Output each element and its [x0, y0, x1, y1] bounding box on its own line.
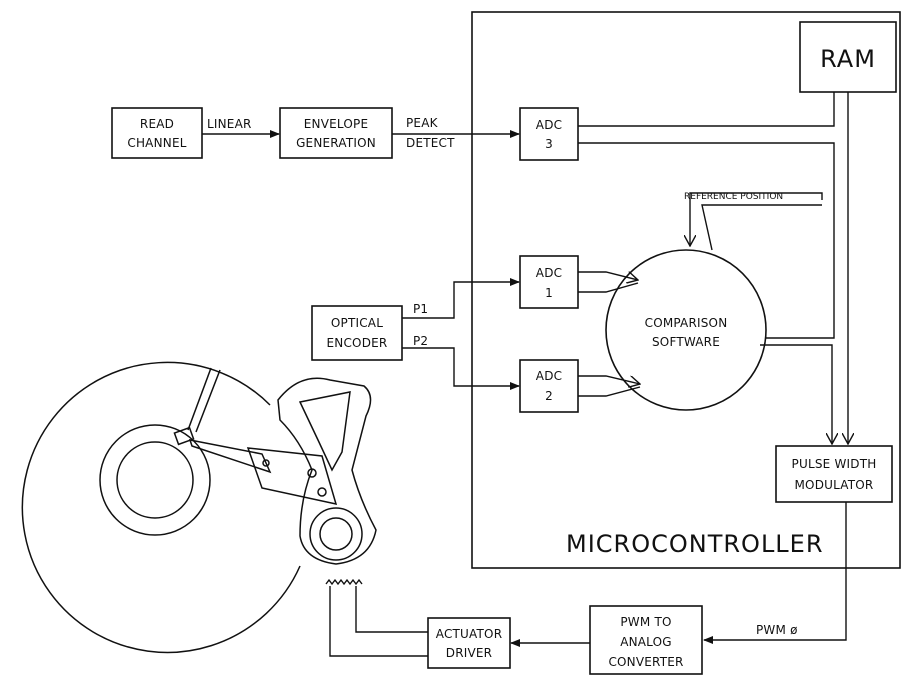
adc2-to-comparison-upper	[578, 375, 640, 384]
adc1-to-comparison-upper	[578, 271, 638, 280]
pulse-width-modulator-box	[775, 445, 893, 503]
driver-to-coil-wire-b	[329, 586, 428, 657]
adc2-line2: 2	[545, 389, 553, 403]
pivot-bearing-inner	[319, 517, 353, 551]
adc2-to-comparison-lower	[578, 386, 641, 397]
optical-encoder-box	[311, 305, 403, 361]
adc3-line1: ADC	[536, 118, 562, 132]
read-channel-line2: CHANNEL	[127, 136, 186, 150]
pwm-to-analog-converter-box	[589, 605, 703, 675]
voice-coil-actuator	[277, 377, 377, 565]
adc1-line2: 1	[545, 286, 553, 300]
actuator-driver-line1: ACTUATOR	[436, 627, 502, 641]
adc1-line1: ADC	[536, 266, 562, 280]
arm-screw-1	[262, 459, 270, 467]
p2-label: P2	[413, 334, 428, 348]
comparison-software-circle	[605, 249, 767, 411]
pwm-phi-label: PWM ø	[756, 623, 798, 637]
arm-mount-plate	[246, 447, 338, 505]
converter-line1: PWM TO	[620, 615, 671, 629]
ram-label: RAM	[820, 45, 876, 73]
coil-winding	[325, 578, 363, 586]
disk-platter	[21, 361, 301, 654]
reference-position-label: REFERENCE POSITION	[684, 192, 783, 202]
reference-position-feedback	[701, 204, 822, 251]
actuator-driver-line2: DRIVER	[446, 646, 492, 660]
adc3-line2: 3	[545, 137, 553, 151]
adc2-box	[519, 359, 579, 413]
pwm-modulator-line2: MODULATOR	[795, 478, 874, 492]
adc2-line1: ADC	[536, 369, 562, 383]
adc3-to-comparison-wire	[578, 142, 835, 339]
converter-line3: CONVERTER	[608, 655, 683, 669]
peak-detect-line1: PEAK	[406, 116, 439, 130]
pwm-modulator-line1: PULSE WIDTH	[792, 457, 877, 471]
pwm-output-arrow	[703, 502, 847, 644]
p1-label: P1	[413, 302, 428, 316]
comparison-software-line1: COMPARISON	[645, 316, 728, 330]
comparison-software-line2: SOFTWARE	[652, 335, 720, 349]
envelope-generation-box	[279, 107, 393, 159]
actuator-driver-box	[427, 617, 511, 669]
disk-hub-outer	[99, 424, 211, 536]
ram-box	[799, 21, 897, 93]
reference-position-wire	[690, 192, 823, 246]
adc3-to-ram-wire	[578, 92, 835, 127]
linear-signal-label: LINEAR	[207, 117, 252, 131]
comparison-to-pwm-arrow	[760, 344, 832, 444]
p2-signal-arrow	[402, 347, 520, 390]
actuator-arm	[188, 439, 272, 474]
disk-index-mark-2	[195, 369, 221, 433]
p1-signal-arrow	[402, 278, 520, 319]
pivot-bearing	[309, 507, 363, 561]
envelope-generation-line2: GENERATION	[296, 136, 376, 150]
read-channel-box	[111, 107, 203, 159]
peak-detect-line2: DETECT	[406, 136, 455, 150]
read-head	[173, 426, 195, 446]
optical-encoder-line2: ENCODER	[327, 336, 388, 350]
disk-hub-inner	[116, 441, 194, 519]
actuator-slot	[298, 391, 351, 472]
adc1-to-comparison-lower	[578, 282, 639, 293]
microcontroller-label: MICROCONTROLLER	[566, 530, 824, 558]
converter-line2: ANALOG	[620, 635, 672, 649]
envelope-generation-line1: ENVELOPE	[304, 117, 368, 131]
adc1-box	[519, 255, 579, 309]
optical-encoder-line1: OPTICAL	[331, 316, 383, 330]
disk-index-mark	[187, 367, 212, 431]
driver-to-coil-wire-a	[355, 586, 428, 633]
disk-drive-illustration	[21, 361, 377, 654]
arm-screw-3	[317, 487, 327, 497]
read-channel-line1: READ	[140, 117, 174, 131]
adc3-box	[519, 107, 579, 161]
